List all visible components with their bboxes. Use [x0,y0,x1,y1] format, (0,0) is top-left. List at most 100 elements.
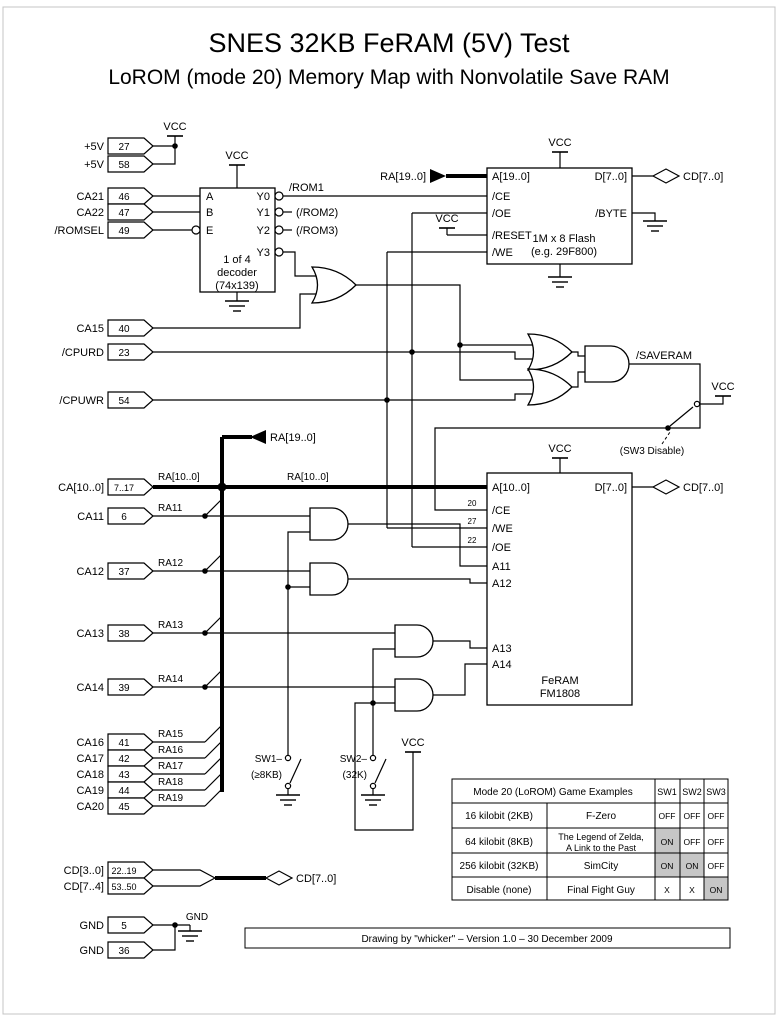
inverter-bubble-icon [191,225,201,235]
connector-ca16: CA16 41 [76,733,154,751]
signal-label: CA11 [77,511,104,523]
signal-label: CA21 [76,191,104,203]
feram-name: FM1808 [540,688,580,700]
feram-name: FeRAM [541,675,578,687]
table-col-sw1: SW1 [657,787,677,797]
net-label-ra17: RA17 [158,761,183,772]
table-cell-sw: ON [710,885,723,895]
bus-arrow-left-icon [250,430,266,444]
wires-ra-taps [153,498,395,807]
net-label-cd7-bottom: CD[7..0] [296,873,336,885]
feram-pin: A[10..0] [492,482,530,494]
bus-ra10 [153,482,487,492]
feram-pin-number: 20 [468,499,477,508]
vcc-label: VCC [163,121,186,133]
pin-number: 5 [121,921,127,932]
decoder-pin: Y0 [257,191,270,203]
flash-pin: /RESET [492,230,532,242]
page-border [2,6,776,1015]
net-label-ra18: RA18 [158,777,183,788]
connector-ca22: CA22 47 [76,203,154,221]
decoder-pin: Y1 [257,207,270,219]
pin-number: 49 [118,226,130,237]
page-subtitle: LoROM (mode 20) Memory Map with Nonvolat… [108,66,669,89]
vcc-label: VCC [225,150,248,162]
pin-number: 23 [118,348,130,359]
bus-arrow-right-icon [430,169,446,183]
connector-ca19: CA19 44 [76,781,154,799]
pin-number: 44 [118,786,130,797]
pin-number: 43 [118,770,130,781]
signal-label: /ROMSEL [54,225,104,237]
feram-pin: A12 [492,578,512,590]
table-cell-sw: OFF [708,837,725,847]
connector-gnd-b: GND 36 [80,941,154,959]
connector-ca13: CA13 38 [76,624,154,642]
pin-number: 42 [118,754,130,765]
net-label-ra12: RA12 [158,558,183,569]
vcc-label: VCC [401,737,424,749]
ra-tap-labels: RA11 RA12 RA13 RA14 RA15 RA16 RA17 RA18 … [158,503,183,804]
connector-p5v-b: +5V 58 [84,155,154,173]
net-label-ra19: RA19 [158,793,183,804]
flash-pin: /BYTE [595,208,627,220]
pin-number: 46 [118,192,130,203]
decoder-block: A B E Y0 Y1 Y2 Y3 1 of 4 decoder (74x139… [191,187,284,293]
connector-ca21: CA21 46 [76,187,154,205]
flash-block: A[19..0] /CE /OE /RESET /WE D[7..0] /BYT… [380,167,723,265]
net-label-cd7-feram: CD[7..0] [683,482,723,494]
pin-number: 45 [118,802,130,813]
sw3-label: (SW3 Disable) [620,446,684,457]
connector-cpurd: /CPURD 23 [62,343,154,361]
table-cell-sw: OFF [659,811,676,821]
signal-label: CA12 [76,566,104,578]
signal-label: GND [80,920,105,932]
ground-symbol-sw1 [275,794,301,806]
pin-number: 7..17 [114,483,134,493]
table-cell-sw: OFF [708,861,725,871]
table-cell-game: F-Zero [586,811,616,822]
connector-romsel: /ROMSEL 49 [54,221,154,239]
switch-blade [374,758,387,784]
and-gate-a12 [309,562,349,596]
switch-terminal [369,754,377,762]
table-cell-sw: ON [661,837,674,847]
net-label-ra15: RA15 [158,729,183,740]
signal-label: CA20 [76,801,104,813]
feram-pin: D[7..0] [595,482,627,494]
vcc-label: VCC [435,213,458,225]
connector-ca17: CA17 42 [76,749,154,767]
net-label-rom3: (/ROM3) [296,225,338,237]
switch-sw2: SW2– (32K) [340,754,387,790]
table-cell-sw: X [664,885,670,895]
connector-ca15: CA15 40 [76,319,154,337]
connector-ca10-0: CA[10..0] 7..17 [58,478,154,496]
feram-box [486,472,633,706]
decoder-pin: B [206,207,213,219]
flash-pin: /WE [492,247,513,259]
table-cell-game: SimCity [584,861,618,872]
game-table: Mode 20 (LoROM) Game Examples SW1 SW2 SW… [451,778,729,901]
feram-pin: /WE [492,523,513,535]
net-label-ra19-bus: RA[19..0] [270,432,316,444]
signal-label: /CPURD [62,347,104,359]
and-gate-saveram [584,345,630,383]
decoder-box [199,187,276,293]
signal-label: +5V [84,141,105,153]
net-label-ra11: RA11 [158,503,183,514]
decoder-pin: E [206,225,213,237]
decoder-pin: Y2 [257,225,270,237]
flash-box [486,167,633,265]
net-label-cd7-flash: CD[7..0] [683,171,723,183]
signal-label: GND [80,945,105,957]
table-cell-size: Disable (none) [466,885,531,896]
signal-label: CA15 [76,323,104,335]
net-label-ra10-right: RA[10..0] [287,472,329,483]
sw1-label: SW1– [255,754,283,765]
flash-pin: /OE [492,208,511,220]
inverter-bubble-icon [274,191,284,201]
bus-diamond-icon [651,479,681,495]
inverter-bubble-icon [274,225,284,235]
junction-dots [172,143,671,928]
